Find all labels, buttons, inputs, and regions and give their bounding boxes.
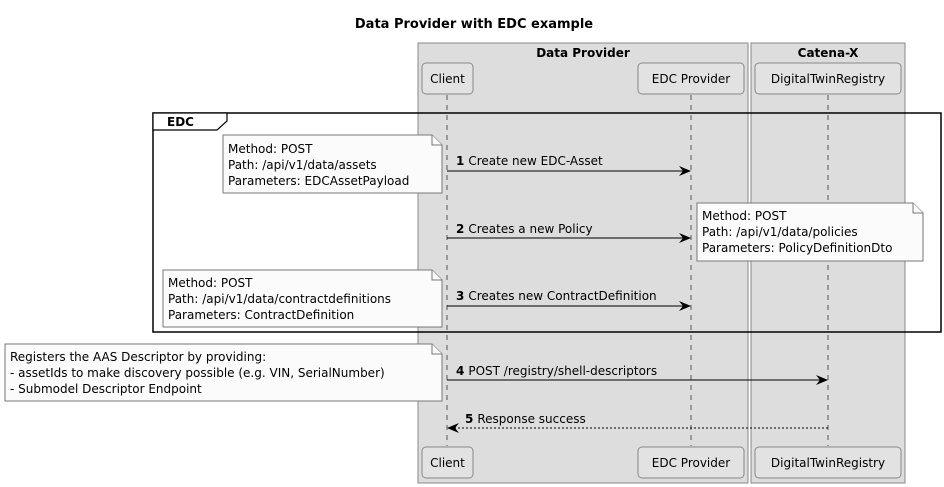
note-policies-line-3: Parameters: PolicyDefinitionDto [702,241,892,255]
note-registry-line-2: - assetIds to make discovery possible (e… [10,366,385,380]
note-assets: Method: POST Path: /api/v1/data/assets P… [222,134,443,194]
message-2-arrowhead [679,233,691,243]
message-1-label: Create new EDC-Asset [468,154,603,168]
message-5-number: 5 [465,412,473,426]
box-catena-x-title: Catena-X [798,46,859,60]
note-contractdefinitions: Method: POST Path: /api/v1/data/contract… [162,269,443,328]
message-5-arrowhead [447,423,459,433]
message-4-arrowhead [816,375,828,385]
message-1-number: 1 [456,154,464,168]
participant-digital-twin-registry-top[interactable]: DigitalTwinRegistry [754,62,902,95]
box-data-provider-title: Data Provider [536,46,630,60]
note-contractdefinitions-line-2: Path: /api/v1/data/contractdefinitions [168,292,391,306]
message-3-label: Creates new ContractDefinition [468,289,656,303]
participant-edc-provider-bottom[interactable]: EDC Provider [637,446,745,479]
message-1-arrowhead [679,166,691,176]
message-4: 4 POST /registry/shell-descriptors [447,364,828,385]
group-frame-edc-border [152,112,942,333]
participant-client-bottom-label: Client [430,456,465,470]
note-policies-line-1: Method: POST [702,209,787,223]
message-3: 3 Creates new ContractDefinition [447,289,691,311]
message-5-label: Response success [477,412,585,426]
message-2-number: 2 [456,222,464,236]
group-frame-edc-label: EDC [167,115,194,129]
participant-client-top[interactable]: Client [421,62,474,95]
message-3-arrowhead [679,301,691,311]
note-assets-line-3: Parameters: EDCAssetPayload [228,174,409,188]
participant-edc-provider-bottom-label: EDC Provider [652,456,730,470]
note-contractdefinitions-line-1: Method: POST [168,276,253,290]
participant-client-top-label: Client [430,72,465,86]
group-frame-edc-tab [152,112,228,131]
participant-edc-provider-top-label: EDC Provider [652,72,730,86]
message-4-number: 4 [456,364,464,378]
participant-edc-provider-top[interactable]: EDC Provider [637,62,745,95]
message-2: 2 Creates a new Policy [447,222,691,243]
participant-digital-twin-registry-bottom[interactable]: DigitalTwinRegistry [754,446,902,479]
message-3-number: 3 [456,289,464,303]
note-policies: Method: POST Path: /api/v1/data/policies… [696,202,924,262]
message-2-label: Creates a new Policy [468,222,592,236]
message-5: 5 Response success [447,412,828,433]
participant-client-bottom[interactable]: Client [421,446,474,479]
note-contractdefinitions-line-3: Parameters: ContractDefinition [168,308,354,322]
message-4-label: POST /registry/shell-descriptors [468,364,657,378]
note-policies-line-2: Path: /api/v1/data/policies [702,225,858,239]
box-data-provider-bg [417,42,749,484]
note-assets-line-1: Method: POST [228,142,313,156]
group-frame-edc: EDC [152,112,942,333]
note-registry-line-3: - Submodel Descriptor Endpoint [10,382,202,396]
participant-digital-twin-registry-bottom-label: DigitalTwinRegistry [771,456,885,470]
note-assets-line-2: Path: /api/v1/data/assets [228,158,377,172]
note-registry-line-1: Registers the AAS Descriptor by providin… [10,350,266,364]
note-registry: Registers the AAS Descriptor by providin… [4,343,443,402]
participant-digital-twin-registry-top-label: DigitalTwinRegistry [771,72,885,86]
box-data-provider: Data Provider [417,42,749,484]
message-1: 1 Create new EDC-Asset [447,154,691,176]
diagram-title: Data Provider with EDC example [355,17,593,32]
